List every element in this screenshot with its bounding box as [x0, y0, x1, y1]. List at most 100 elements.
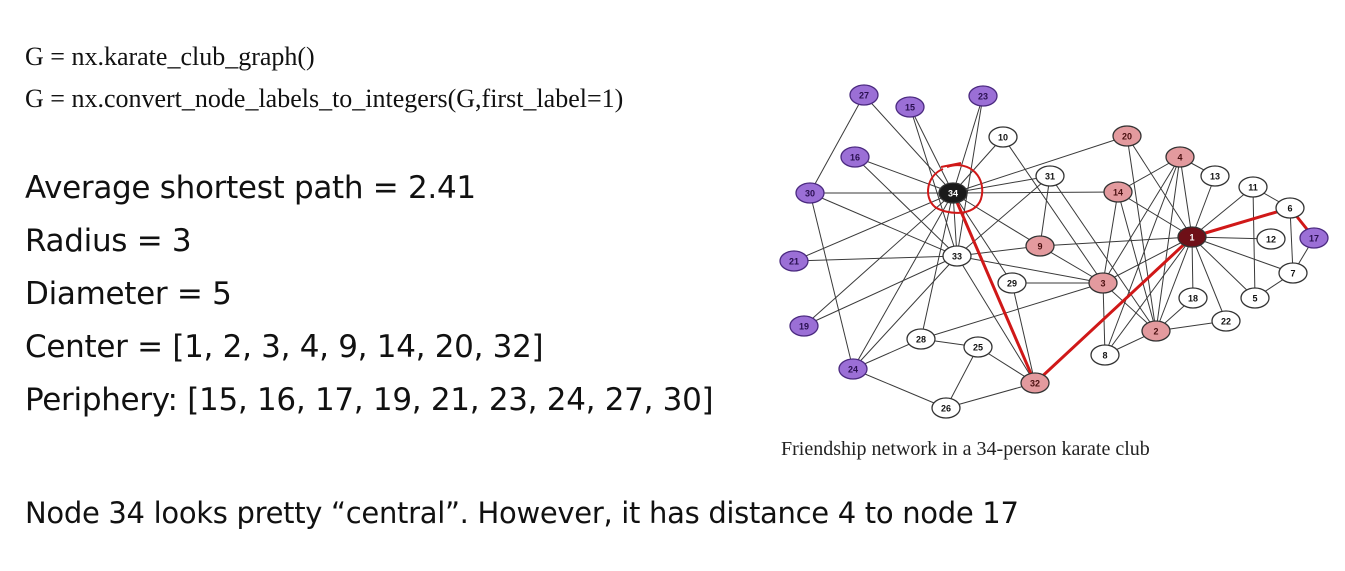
node-29-label: 29 [1007, 279, 1017, 289]
node-19-label: 19 [799, 322, 809, 332]
edge-3-4 [1102, 156, 1181, 284]
center-text: Center = [1, 2, 3, 4, 9, 14, 20, 32] [25, 329, 544, 365]
node-18-shape [1178, 287, 1208, 309]
edge-1-2 [1155, 236, 1193, 332]
node-24-label: 24 [848, 365, 858, 375]
node-21: 21 [779, 250, 809, 272]
node-34-note: Node 34 looks pretty “central”. However,… [25, 496, 1019, 530]
node-34: 34 [938, 182, 968, 204]
edge-4-8 [1104, 156, 1181, 356]
edge-3-10 [1002, 136, 1104, 284]
edge-15-34 [909, 106, 954, 194]
diameter-text: Diameter = 5 [25, 276, 232, 312]
node-33-shape [942, 245, 972, 267]
node-34-shape [938, 182, 968, 204]
node-22-label: 22 [1221, 317, 1231, 327]
node-9-shape [1025, 235, 1055, 257]
edge-19-34 [803, 192, 954, 327]
node-11: 11 [1238, 176, 1268, 198]
node-20-label: 20 [1122, 132, 1132, 142]
node-32: 32 [1020, 372, 1050, 394]
edge-16-34 [854, 156, 954, 194]
edge-27-30 [809, 94, 865, 194]
node-32-label: 32 [1030, 379, 1040, 389]
node-7-label: 7 [1290, 269, 1295, 279]
node-28: 28 [906, 328, 936, 350]
node-34-annotation [927, 162, 984, 214]
edge-1-9 [1039, 236, 1193, 247]
edge-2-14 [1117, 191, 1157, 332]
edge-16-33 [854, 156, 958, 257]
node-19-shape [789, 315, 819, 337]
node-27-label: 27 [859, 91, 869, 101]
edge-2-4 [1155, 156, 1181, 332]
node-11-shape [1238, 176, 1268, 198]
node-14: 14 [1103, 181, 1133, 203]
figure-caption: Friendship network in a 34-person karate… [781, 438, 1150, 460]
edge-24-33 [852, 255, 958, 370]
edge-28-34 [920, 192, 954, 340]
highlight-path [951, 191, 1316, 385]
edge-31-34 [952, 175, 1051, 194]
edge-1-7 [1191, 236, 1294, 274]
node-21-shape [779, 250, 809, 272]
edge-27-34 [863, 94, 954, 194]
node-16-shape [840, 146, 870, 168]
node-20-shape [1112, 125, 1142, 147]
node-6-label: 6 [1287, 204, 1292, 214]
edge-3-28 [920, 282, 1104, 340]
network-nodes: 1234567891011121314151617181920212223242… [779, 84, 1329, 419]
edge-2-31 [1049, 175, 1157, 332]
edge-10-34 [952, 136, 1004, 194]
average-shortest-path-text: Average shortest path = 2.41 [25, 170, 476, 206]
node-9: 9 [1025, 235, 1055, 257]
edge-9-34 [952, 192, 1041, 247]
edge-21-34 [793, 192, 954, 262]
node-11-label: 11 [1248, 183, 1258, 193]
node-22: 22 [1211, 310, 1241, 332]
node-17: 17 [1299, 227, 1329, 249]
node-1: 1 [1177, 226, 1207, 248]
node-18-label: 18 [1188, 294, 1198, 304]
code-line-1: G = nx.karate_club_graph() [25, 42, 315, 71]
edge-19-33 [803, 255, 958, 327]
edge-5-11 [1252, 186, 1256, 299]
node-17-label: 17 [1309, 234, 1319, 244]
node-4-label: 4 [1177, 153, 1182, 163]
node-25-shape [963, 336, 993, 358]
node-3: 3 [1088, 272, 1118, 294]
node-22-shape [1211, 310, 1241, 332]
node-24-shape [838, 358, 868, 380]
node-8-shape [1090, 344, 1120, 366]
node-15-shape [895, 96, 925, 118]
edge-1-22 [1191, 236, 1227, 322]
node-31: 31 [1035, 165, 1065, 187]
node-4-shape [1165, 146, 1195, 168]
node-6: 6 [1275, 197, 1305, 219]
node-26-shape [931, 397, 961, 419]
node-14-shape [1103, 181, 1133, 203]
node-3-shape [1088, 272, 1118, 294]
node-13-label: 13 [1210, 172, 1220, 182]
node-2: 2 [1141, 320, 1171, 342]
edge-1-8 [1104, 236, 1193, 356]
edge-14-34 [952, 191, 1119, 194]
node-10-shape [988, 126, 1018, 148]
node-16: 16 [840, 146, 870, 168]
edge-9-31 [1039, 175, 1051, 247]
edge-23-33 [956, 95, 984, 257]
edge-3-14 [1102, 191, 1119, 284]
node-26-label: 26 [941, 404, 951, 414]
periphery-text: Periphery: [15, 16, 17, 19, 21, 23, 24, … [25, 382, 714, 418]
node-33: 33 [942, 245, 972, 267]
hand-drawn-circle-node-34 [927, 162, 984, 214]
edge-1-20 [1126, 135, 1193, 238]
node-14-label: 14 [1113, 188, 1123, 198]
node-21-label: 21 [789, 257, 799, 267]
node-29: 29 [997, 272, 1027, 294]
edge-26-32 [945, 382, 1036, 409]
code-line-2: G = nx.convert_node_labels_to_integers(G… [25, 84, 624, 113]
node-29-shape [997, 272, 1027, 294]
node-23: 23 [968, 85, 998, 107]
edge-23-34 [952, 95, 984, 194]
